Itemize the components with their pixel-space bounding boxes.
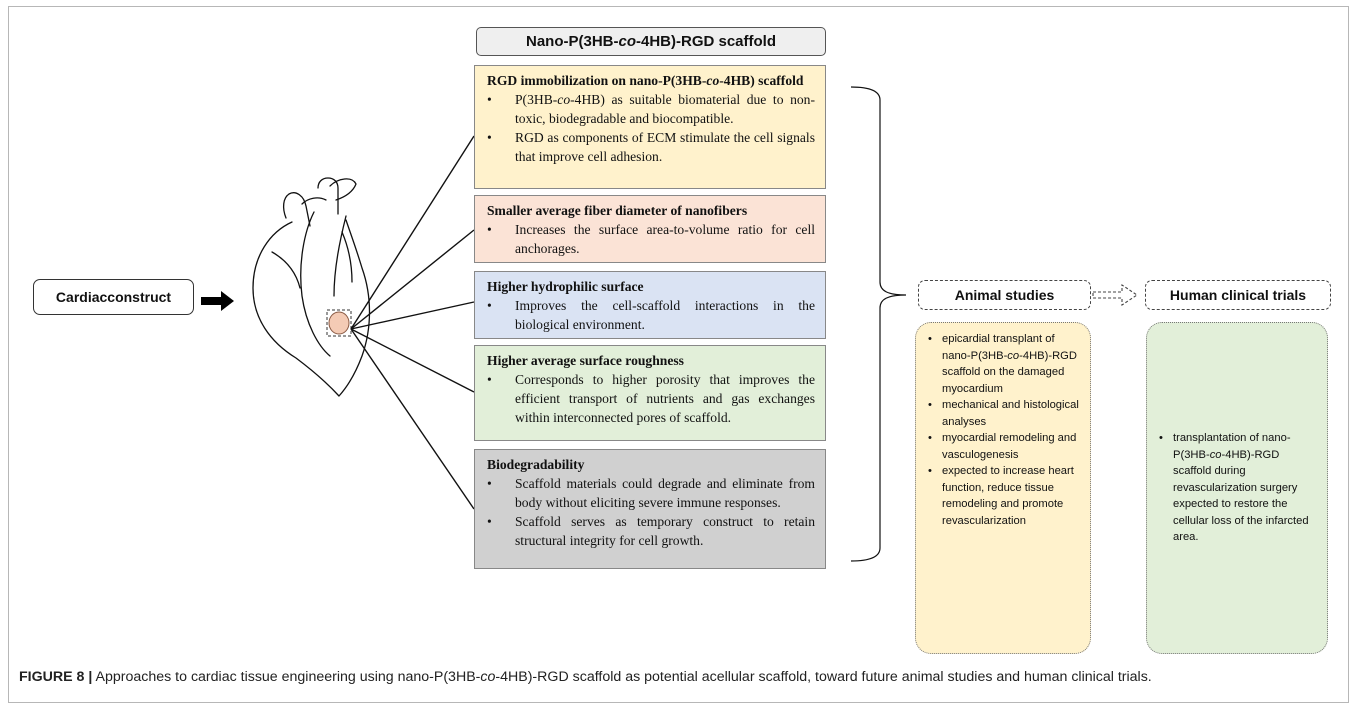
human-trials-box: transplantation of nano-P(3HB-co-4HB)-RG… [1146, 322, 1328, 654]
property-card-biodegradability: Biodegradability Scaffold materials coul… [474, 449, 826, 569]
scaffold-title: Nano-P(3HB-co-4HB)-RGD scaffold [476, 27, 826, 56]
animal-bullet: epicardial transplant of nano-P(3HB-co-4… [928, 331, 1082, 397]
human-trials-label: Human clinical trials [1145, 280, 1331, 310]
animal-studies-label: Animal studies [918, 280, 1091, 310]
card-heading: Higher average surface roughness [487, 353, 684, 368]
card-heading: Smaller average fiber diameter of nanofi… [487, 203, 748, 218]
right-arrow-icon [201, 291, 234, 311]
property-card-fiber-diameter: Smaller average fiber diameter of nanofi… [474, 195, 826, 263]
card-connectors [350, 135, 475, 510]
heart-icon [252, 177, 371, 397]
dashed-arrow-icon [1092, 283, 1138, 307]
animal-bullet: expected to increase heart function, red… [928, 463, 1082, 529]
animal-bullet: myocardial remodeling and vasculogenesis [928, 430, 1082, 463]
card-bullet: Corresponds to higher porosity that impr… [487, 370, 815, 427]
card-bullet: Increases the surface area-to-volume rat… [487, 220, 815, 258]
card-bullet: RGD as components of ECM stimulate the c… [487, 128, 815, 166]
figure-caption: FIGURE 8 | Approaches to cardiac tissue … [19, 667, 1339, 687]
card-bullet: Improves the cell-scaffold interactions … [487, 296, 815, 334]
highlight-region-box [326, 309, 352, 337]
property-card-rgd: RGD immobilization on nano-P(3HB-co-4HB)… [474, 65, 826, 189]
card-bullet: Scaffold serves as temporary construct t… [487, 512, 815, 550]
human-bullet: transplantation of nano-P(3HB-co-4HB)-RG… [1159, 430, 1317, 546]
brace [850, 86, 907, 562]
caption-label: FIGURE 8 | [19, 669, 93, 685]
animal-studies-box: epicardial transplant of nano-P(3HB-co-4… [915, 322, 1091, 654]
animal-bullet: mechanical and histological analyses [928, 397, 1082, 430]
highlight-region [328, 311, 350, 335]
card-heading: Biodegradability [487, 457, 585, 472]
card-bullet: Scaffold materials could degrade and eli… [487, 474, 815, 512]
property-card-hydrophilic: Higher hydrophilic surface Improves the … [474, 271, 826, 339]
caption-text: Approaches to cardiac tissue engineering… [95, 669, 1152, 685]
card-bullet: P(3HB-co-4HB) as suitable biomaterial du… [487, 90, 815, 128]
card-heading: RGD immobilization on nano-P(3HB-co-4HB)… [487, 73, 804, 88]
card-heading: Higher hydrophilic surface [487, 279, 644, 294]
cardiac-construct-box: Cardiacconstruct [33, 279, 194, 315]
property-card-roughness: Higher average surface roughness Corresp… [474, 345, 826, 441]
